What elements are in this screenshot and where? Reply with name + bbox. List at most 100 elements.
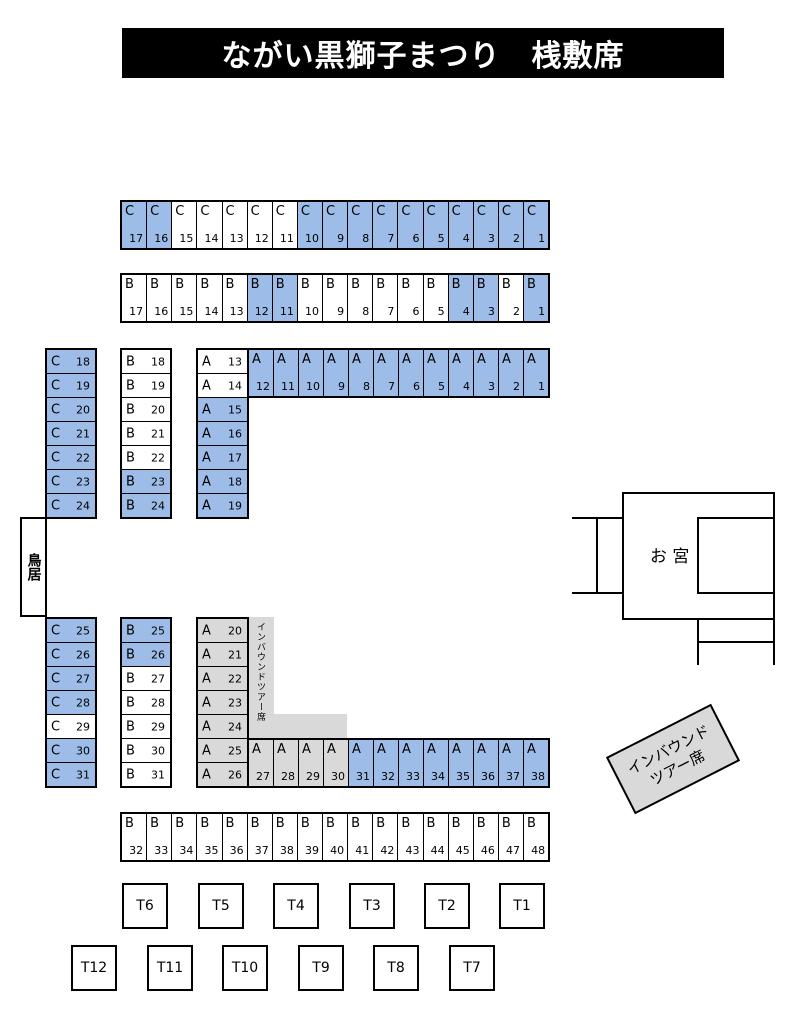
table-seat[interactable]: T10 — [222, 945, 268, 991]
table-seat[interactable]: T12 — [71, 945, 117, 991]
table-seat[interactable]: T8 — [373, 945, 419, 991]
table-seat[interactable]: T4 — [273, 883, 319, 929]
table-seat[interactable]: T11 — [147, 945, 193, 991]
table-seat[interactable]: T3 — [349, 883, 395, 929]
table-seat[interactable]: T6 — [122, 883, 168, 929]
table-seat[interactable]: T7 — [449, 945, 495, 991]
